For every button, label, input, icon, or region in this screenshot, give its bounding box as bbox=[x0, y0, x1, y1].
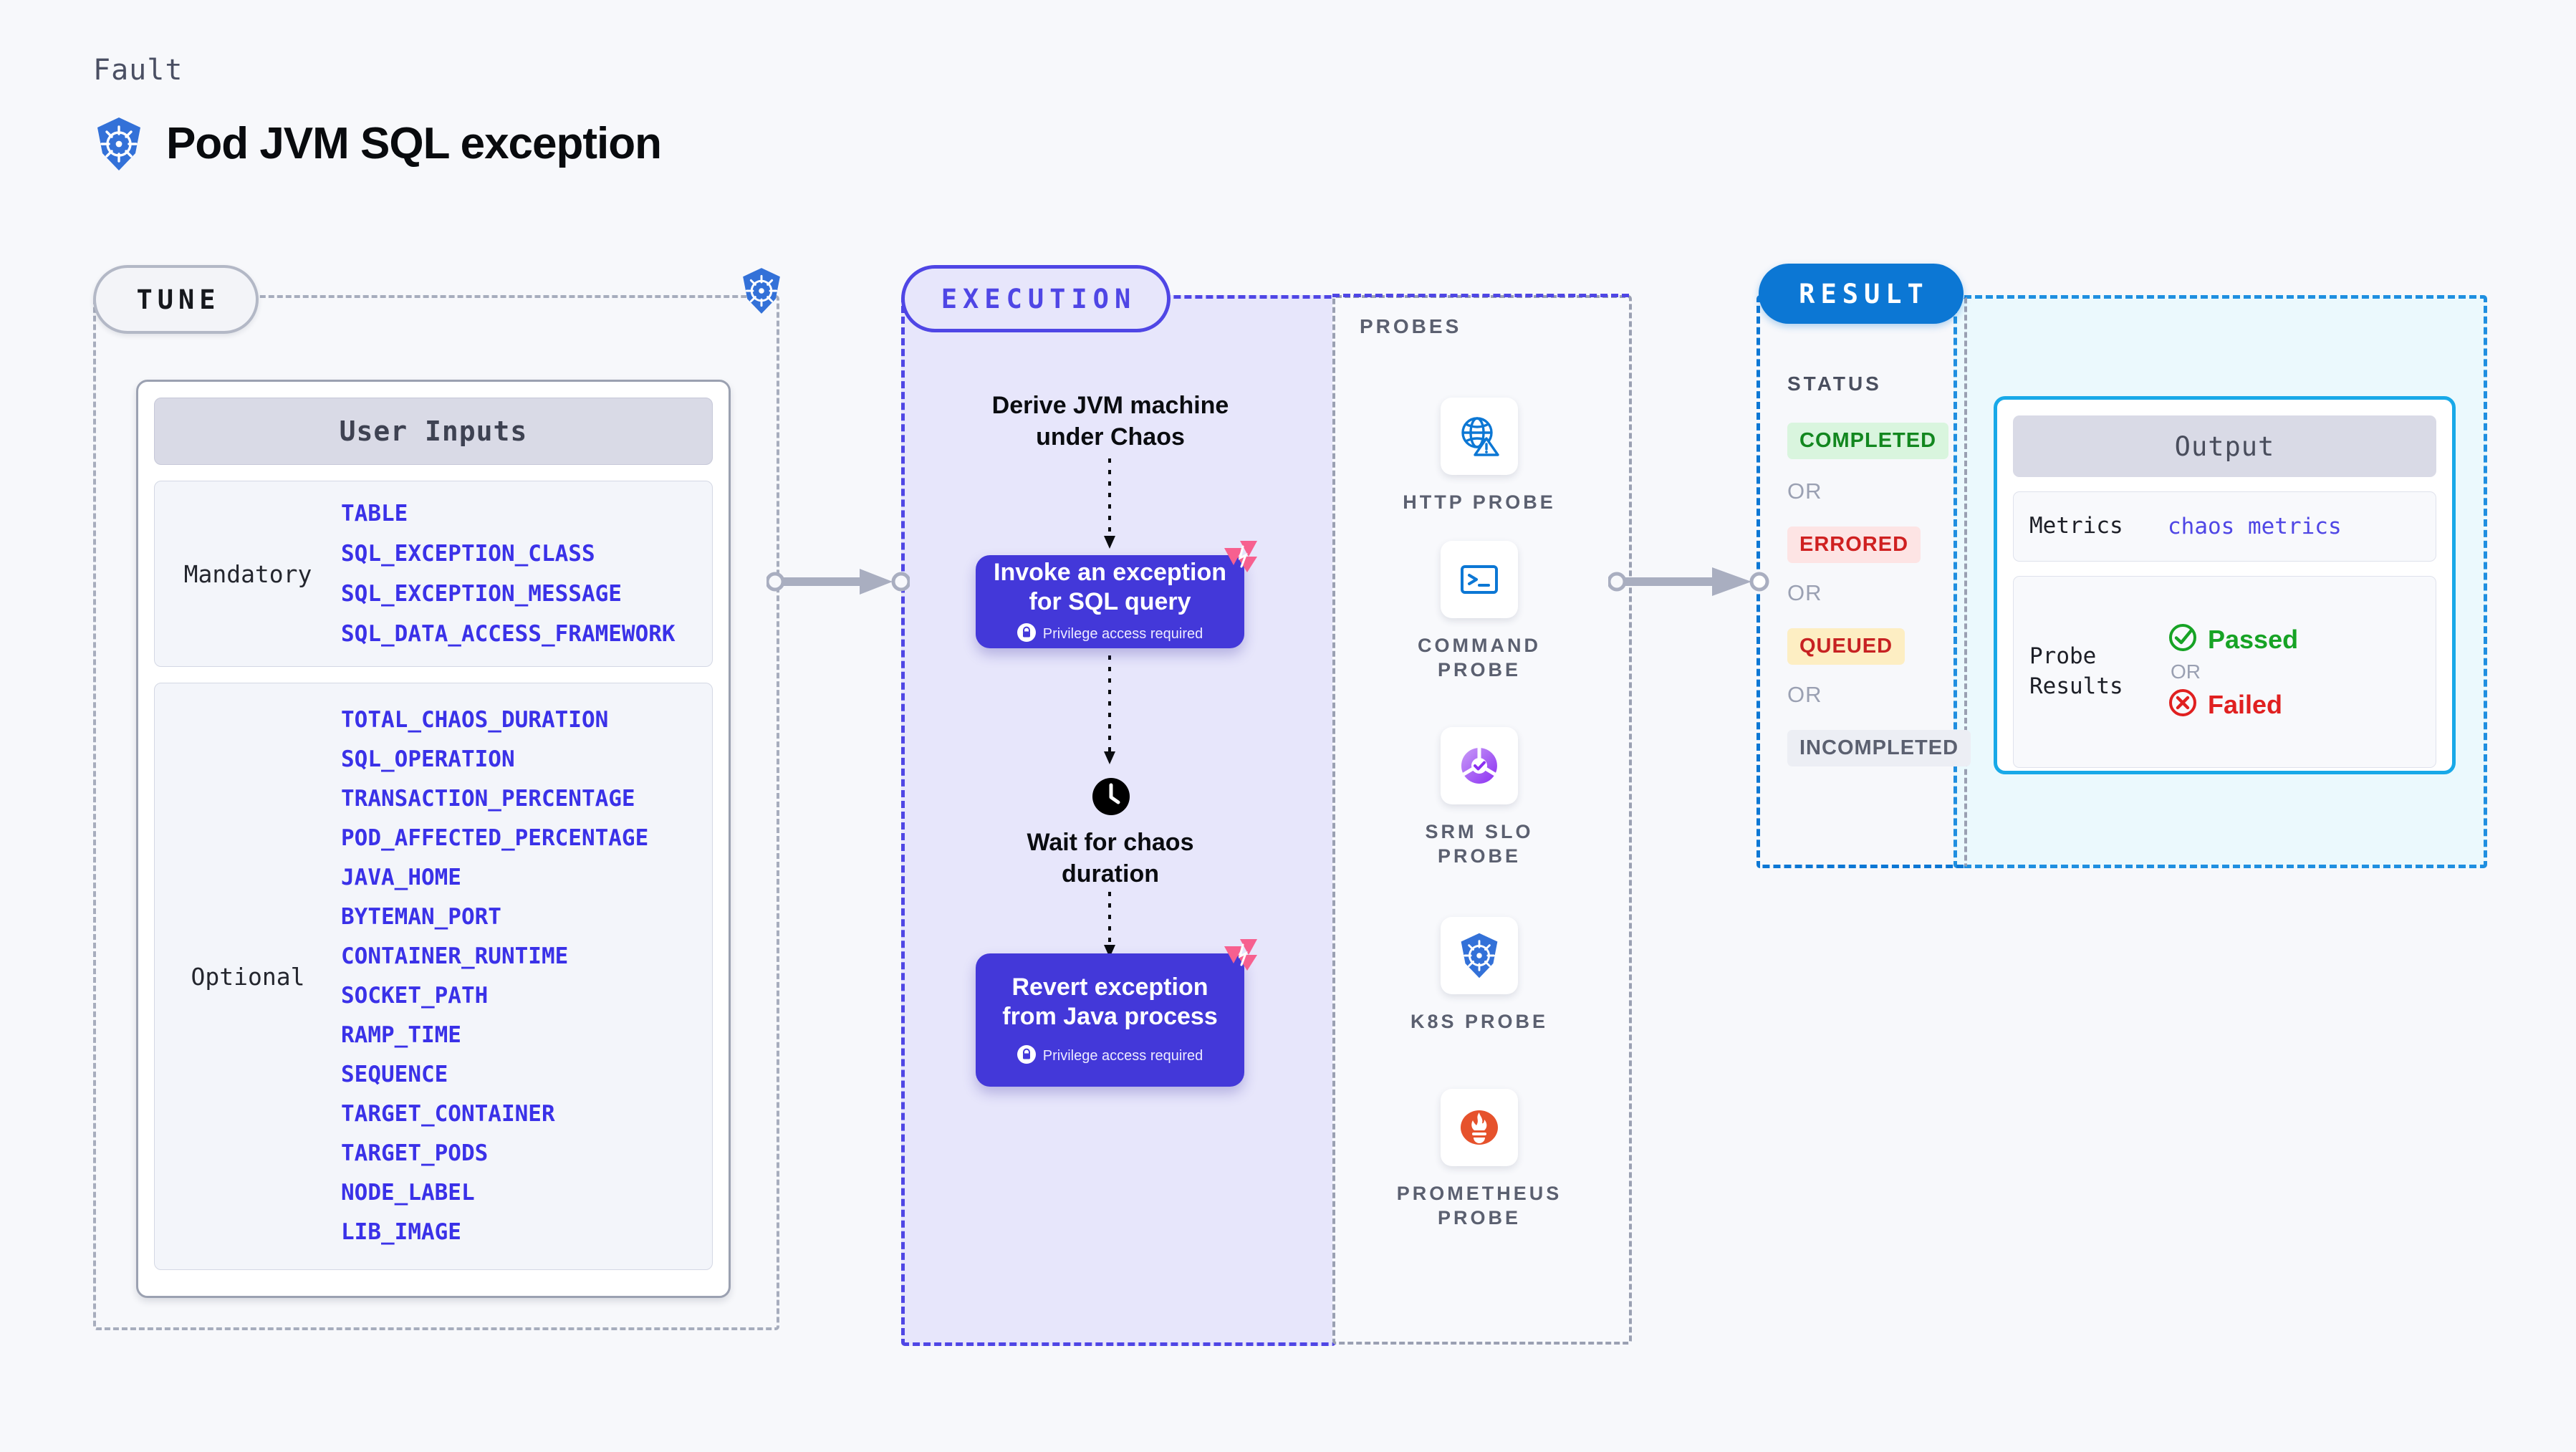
status-label: STATUS bbox=[1787, 372, 1882, 395]
slo-donut-check-icon bbox=[1441, 727, 1518, 804]
status-or-2: OR bbox=[1787, 580, 1822, 605]
param-item[interactable]: TRANSACTION_PERCENTAGE bbox=[341, 786, 635, 812]
param-item[interactable]: TABLE bbox=[341, 500, 408, 527]
mandatory-label: Mandatory bbox=[183, 559, 312, 588]
status-or-3: OR bbox=[1787, 682, 1822, 707]
litmus-chaos-icon bbox=[1221, 936, 1260, 979]
optional-param-list: TOTAL_CHAOS_DURATION SQL_OPERATION TRANS… bbox=[341, 709, 648, 1244]
output-probe-results-values: Passed OR Failed bbox=[2168, 622, 2298, 721]
mandatory-param-list: TABLE SQL_EXCEPTION_CLASS SQL_EXCEPTION_… bbox=[341, 500, 676, 647]
litmus-chaos-icon bbox=[1221, 538, 1260, 580]
mandatory-params-box: Mandatory TABLE SQL_EXCEPTION_CLASS SQL_… bbox=[154, 481, 713, 667]
fault-kicker: Fault bbox=[93, 54, 183, 87]
probe-result-failed-label: Failed bbox=[2208, 689, 2283, 719]
output-metrics-row: Metrics chaos metrics bbox=[2013, 491, 2436, 562]
param-item[interactable]: POD_AFFECTED_PERCENTAGE bbox=[341, 825, 649, 851]
page-title-text: Pod JVM SQL exception bbox=[166, 119, 662, 168]
execution-card-1-privilege: Privilege access required bbox=[1017, 623, 1203, 645]
clock-icon bbox=[1091, 777, 1131, 820]
probe-result-passed: Passed bbox=[2168, 622, 2298, 656]
tune-section-frame bbox=[93, 295, 779, 1330]
page-title: Pod JVM SQL exception bbox=[93, 116, 662, 172]
param-item[interactable]: TOTAL_CHAOS_DURATION bbox=[341, 707, 609, 733]
status-or-1: OR bbox=[1787, 479, 1822, 504]
terminal-icon bbox=[1441, 541, 1518, 618]
execution-card-2-privilege: Privilege access required bbox=[1017, 1045, 1203, 1067]
output-card-title: Output bbox=[2013, 415, 2436, 477]
output-metrics-key: Metrics bbox=[2029, 513, 2123, 539]
globe-warning-icon bbox=[1441, 398, 1518, 475]
status-badge-incompleted: INCOMPLETED bbox=[1787, 730, 1971, 766]
optional-params-box: Optional TOTAL_CHAOS_DURATION SQL_OPERAT… bbox=[154, 683, 713, 1270]
param-item[interactable]: SEQUENCE bbox=[341, 1062, 448, 1087]
probe-item-k8s[interactable]: K8S PROBE bbox=[1372, 917, 1587, 1034]
status-badge-queued: QUEUED bbox=[1787, 628, 1905, 665]
lock-icon bbox=[1017, 1045, 1036, 1067]
param-item[interactable]: CONTAINER_RUNTIME bbox=[341, 943, 569, 969]
param-item[interactable]: RAMP_TIME bbox=[341, 1022, 461, 1048]
optional-label: Optional bbox=[191, 962, 305, 991]
arrow-step1-to-card1 bbox=[1102, 458, 1118, 555]
connector-execution-to-result bbox=[1607, 566, 1769, 601]
probe-result-failed: Failed bbox=[2168, 688, 2298, 721]
param-item[interactable]: SQL_DATA_ACCESS_FRAMEWORK bbox=[341, 620, 676, 647]
execution-section-frame bbox=[901, 295, 1336, 1346]
param-item[interactable]: SQL_OPERATION bbox=[341, 746, 515, 772]
probe-label: K8S PROBE bbox=[1410, 1011, 1549, 1032]
execution-card-2-privilege-text: Privilege access required bbox=[1042, 1048, 1203, 1064]
probes-section-label: PROBES bbox=[1360, 315, 1462, 337]
param-item[interactable]: TARGET_PODS bbox=[341, 1140, 489, 1166]
tune-kubernetes-badge-icon bbox=[739, 266, 784, 319]
arrow-card1-to-clock bbox=[1102, 655, 1118, 770]
param-item[interactable]: NODE_LABEL bbox=[341, 1180, 475, 1206]
lock-icon bbox=[1017, 623, 1036, 645]
result-pill[interactable]: RESULT bbox=[1759, 264, 1964, 324]
execution-pill[interactable]: EXECUTION bbox=[901, 265, 1171, 332]
execution-card-1-privilege-text: Privilege access required bbox=[1042, 626, 1203, 643]
kubernetes-icon bbox=[1441, 917, 1518, 994]
check-circle-icon bbox=[2168, 622, 2198, 656]
param-item[interactable]: BYTEMAN_PORT bbox=[341, 904, 501, 930]
probes-top-border bbox=[1332, 294, 1629, 297]
user-inputs-card: User Inputs Mandatory TABLE SQL_EXCEPTIO… bbox=[136, 380, 731, 1298]
param-item[interactable]: JAVA_HOME bbox=[341, 865, 461, 890]
probe-item-http[interactable]: HTTP PROBE bbox=[1372, 398, 1587, 515]
kubernetes-icon bbox=[93, 116, 145, 172]
status-badge-errored: ERRORED bbox=[1787, 527, 1921, 563]
tune-pill[interactable]: TUNE bbox=[93, 265, 259, 334]
probe-result-passed-label: Passed bbox=[2208, 624, 2299, 654]
param-item[interactable]: LIB_IMAGE bbox=[341, 1219, 461, 1245]
prometheus-icon bbox=[1441, 1089, 1518, 1166]
probe-result-or: OR bbox=[2171, 660, 2201, 683]
output-metrics-value[interactable]: chaos metrics bbox=[2168, 514, 2342, 539]
param-item[interactable]: TARGET_CONTAINER bbox=[341, 1101, 555, 1127]
connector-tune-to-execution bbox=[765, 566, 911, 601]
probe-label: HTTP PROBE bbox=[1403, 491, 1556, 513]
x-circle-icon bbox=[2168, 688, 2198, 721]
arrow-step2-to-card2 bbox=[1102, 892, 1118, 963]
param-item[interactable]: SQL_EXCEPTION_MESSAGE bbox=[341, 580, 622, 607]
user-inputs-title: User Inputs bbox=[154, 398, 713, 465]
status-badge-completed: COMPLETED bbox=[1787, 423, 1949, 459]
param-item[interactable]: SQL_EXCEPTION_CLASS bbox=[341, 540, 595, 567]
param-item[interactable]: SOCKET_PATH bbox=[341, 983, 489, 1009]
